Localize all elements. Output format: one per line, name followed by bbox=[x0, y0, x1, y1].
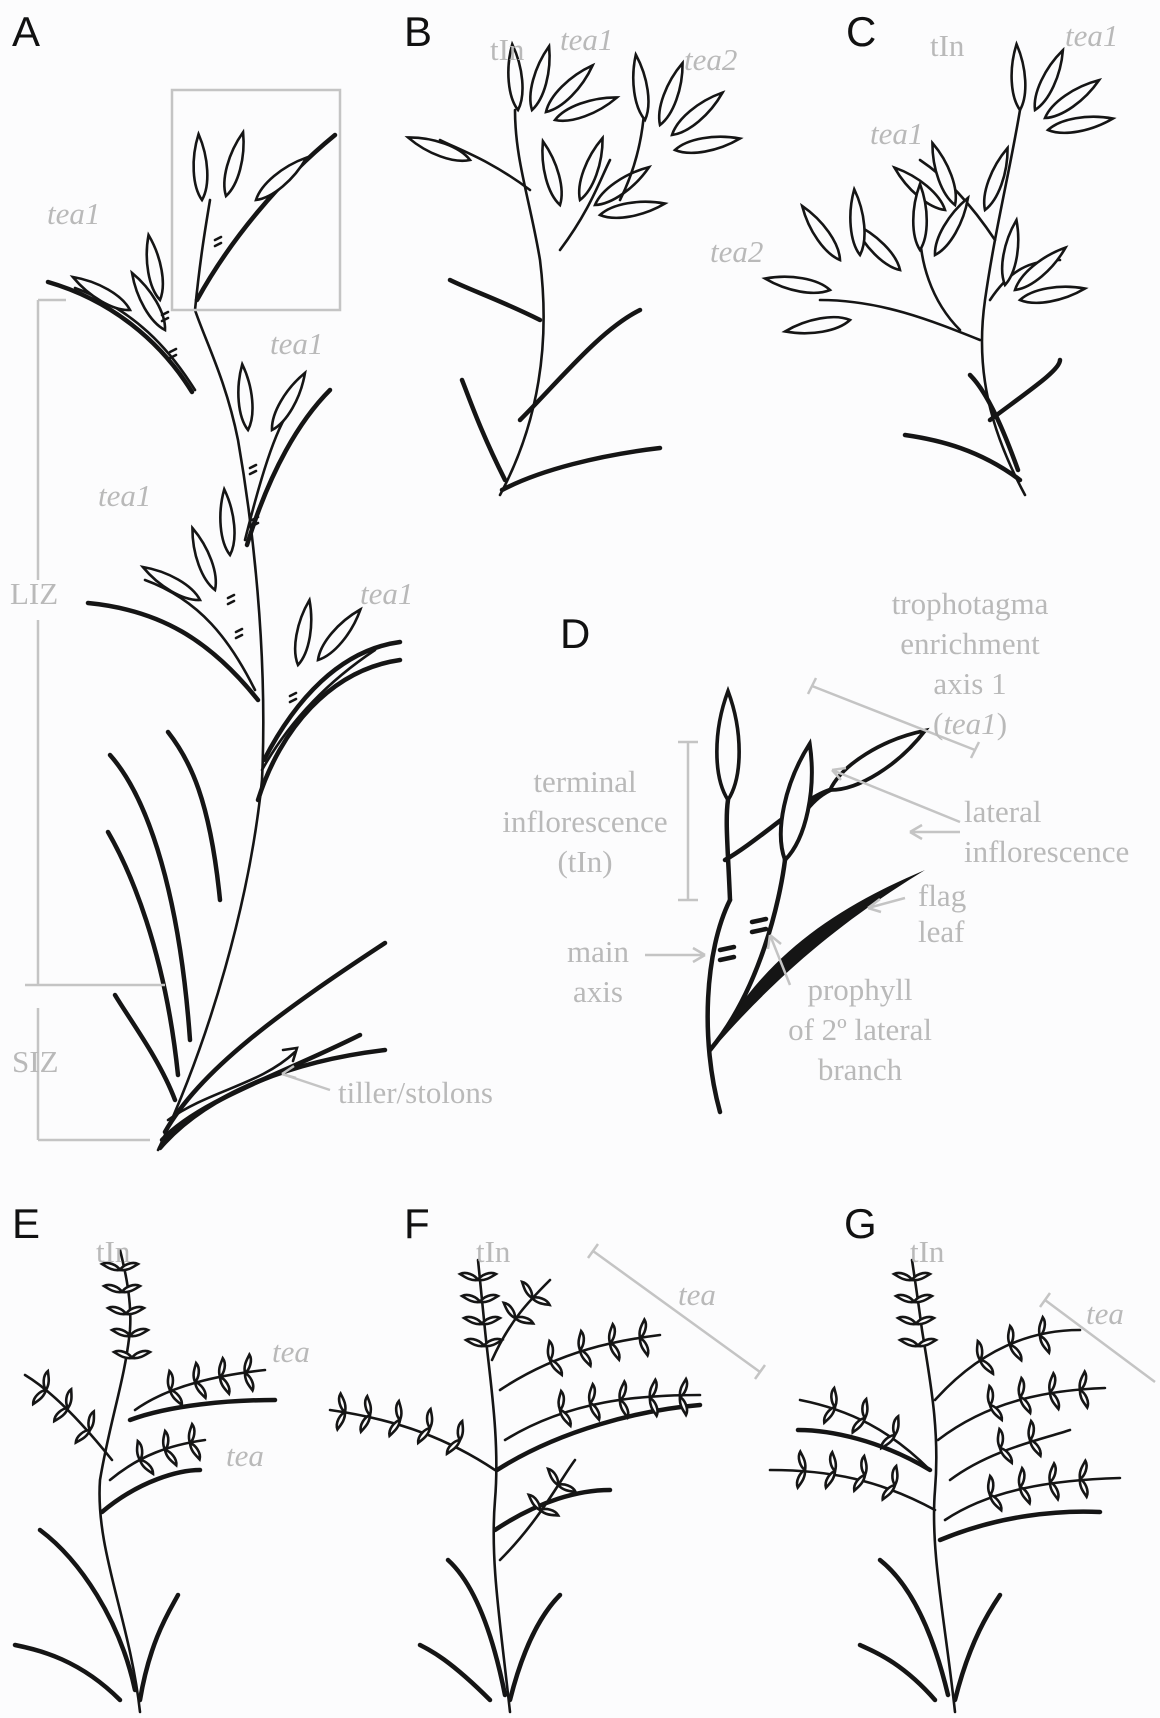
panel-letter-e: E bbox=[12, 1200, 40, 1247]
flag-label-line: leaf bbox=[918, 914, 965, 949]
terminal-inflorescence-a bbox=[192, 131, 335, 310]
panel-c: C bbox=[710, 8, 1118, 495]
tea1-label: tea1 bbox=[560, 22, 613, 57]
main-axis-stem bbox=[708, 900, 730, 1112]
tea1-branch-upper-right bbox=[236, 364, 330, 545]
panel-g: G bbox=[770, 1200, 1155, 1712]
tea1-label: tea1 bbox=[1065, 18, 1118, 53]
panel-f: F bbox=[330, 1200, 765, 1712]
tin-bracket bbox=[678, 742, 698, 900]
left-panicle-g bbox=[770, 1388, 935, 1510]
zone-brackets bbox=[25, 300, 165, 1140]
panel-a: A bbox=[10, 8, 493, 1150]
tea-label: tea bbox=[272, 1334, 310, 1369]
tea1-label: tea1 bbox=[47, 196, 100, 231]
tea-label: tea bbox=[678, 1277, 716, 1312]
prophyll-label-line: prophyll bbox=[807, 972, 912, 1007]
terminal-label-line: terminal bbox=[533, 764, 636, 799]
tin-label: tIn bbox=[96, 1234, 131, 1269]
tin-label: tIn bbox=[910, 1234, 945, 1269]
terminal-spikelet bbox=[717, 691, 739, 800]
terminal-label-line: (tIn) bbox=[557, 844, 612, 879]
main-axis-label-line: axis bbox=[573, 974, 623, 1009]
panel-letter-a: A bbox=[12, 8, 40, 55]
tea1-mid-cluster-c bbox=[990, 219, 1086, 307]
lateral-arrow bbox=[910, 825, 960, 839]
siz-label: SIZ bbox=[12, 1044, 59, 1079]
tea-bracket bbox=[588, 1244, 765, 1379]
tea1-label: tea1 bbox=[270, 326, 323, 361]
tin-cluster-c bbox=[1010, 44, 1114, 137]
main-axis-label-line: main bbox=[567, 934, 629, 969]
tea2-label: tea2 bbox=[684, 42, 737, 77]
left-panicle-f bbox=[330, 1393, 576, 1560]
panel-letter-g: G bbox=[844, 1200, 877, 1247]
lateral-label-line: lateral bbox=[964, 794, 1041, 829]
panel-e: E tIn bbox=[12, 1200, 310, 1712]
tea2-label: tea2 bbox=[710, 234, 763, 269]
prophyll-label-line: of 2º lateral bbox=[788, 1012, 932, 1047]
tea-title-abbrev: (tea1) bbox=[933, 706, 1007, 741]
tea2-cluster-c bbox=[764, 184, 980, 340]
tea-panicles-g bbox=[935, 1317, 1120, 1520]
tea-label: tea bbox=[1086, 1296, 1124, 1331]
panel-b: B tIn tea1 tea2 bbox=[404, 8, 741, 495]
flag-label-line: flag bbox=[918, 878, 966, 913]
liz-label: LIZ bbox=[10, 576, 58, 611]
tiller-label: tiller/stolons bbox=[338, 1075, 493, 1110]
tea-label: tea bbox=[226, 1438, 264, 1473]
panel-letter-b: B bbox=[404, 8, 432, 55]
main-stem bbox=[158, 310, 263, 1150]
tin-label: tIn bbox=[930, 28, 965, 63]
tea1-label: tea1 bbox=[98, 478, 151, 513]
tea1-label: tea1 bbox=[360, 576, 413, 611]
main-axis-arrow bbox=[645, 948, 705, 962]
tea-title-line: axis 1 bbox=[933, 666, 1006, 701]
tea1-cluster-b bbox=[536, 136, 666, 250]
tea-title-line: enrichment bbox=[900, 626, 1040, 661]
terminal-label-line: inflorescence bbox=[502, 804, 667, 839]
tea-panicles-f bbox=[492, 1280, 700, 1440]
panel-letter-c: C bbox=[846, 8, 876, 55]
tea1-label: tea1 bbox=[870, 116, 923, 151]
prophyll-ticks bbox=[720, 919, 766, 960]
tin-label: tIn bbox=[490, 32, 525, 67]
tea1-branch-middle-left bbox=[88, 489, 258, 700]
left-panicle-e bbox=[25, 1371, 112, 1460]
lateral-label-line: inflorescence bbox=[964, 834, 1129, 869]
tea-title-line: trophotagma bbox=[892, 586, 1049, 621]
panel-letter-d: D bbox=[560, 610, 590, 657]
panel-d: D trophotagma enrichment axis 1 (tea1) t… bbox=[502, 586, 1129, 1112]
prophyll-label-line: branch bbox=[818, 1052, 903, 1087]
panel-letter-f: F bbox=[404, 1200, 430, 1247]
tin-label: tIn bbox=[476, 1234, 511, 1269]
